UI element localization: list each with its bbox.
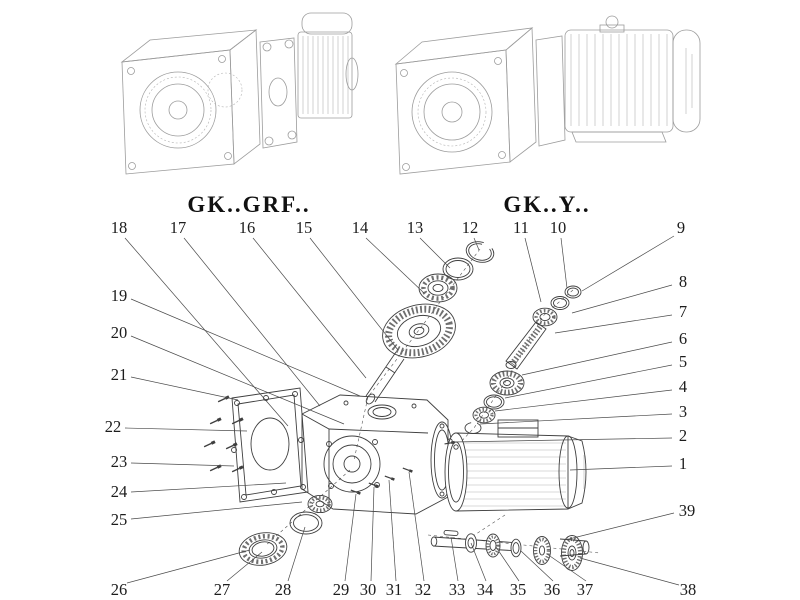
callout-13: 13 — [407, 218, 424, 237]
leader-line-4 — [494, 389, 673, 412]
leader-line-11 — [524, 237, 542, 303]
leader-line-22 — [124, 427, 248, 432]
leader-line-31 — [388, 479, 397, 582]
callout-18: 18 — [111, 218, 128, 237]
motor-art — [443, 419, 587, 512]
plug-screw-icon — [401, 466, 414, 474]
callout-36: 36 — [544, 580, 561, 599]
leader-line-7 — [554, 314, 673, 334]
leader-line-12 — [473, 237, 480, 251]
leader-line-5 — [504, 364, 673, 399]
leader-line-9 — [581, 235, 675, 292]
leader-line-13 — [419, 237, 451, 269]
seal-parts-art — [238, 494, 333, 566]
callout-9: 9 — [677, 218, 685, 237]
callout-33: 33 — [449, 580, 466, 599]
leader-line-3 — [479, 413, 673, 425]
screw-icon — [202, 439, 217, 449]
leader-line-19 — [130, 298, 361, 397]
callout-35: 35 — [510, 580, 527, 599]
leader-line-36 — [520, 550, 554, 582]
leader-line-33 — [450, 536, 459, 582]
cover-plate-art — [202, 387, 309, 503]
callout-26: 26 — [111, 580, 128, 599]
leader-line-34 — [470, 542, 487, 582]
callout-28: 28 — [275, 580, 292, 599]
callout-27: 27 — [214, 580, 231, 599]
callout-31: 31 — [386, 580, 403, 599]
plug-screw-icon — [383, 474, 396, 482]
leader-line-23 — [130, 462, 235, 467]
leader-line-1 — [569, 465, 673, 471]
callout-17: 17 — [170, 218, 187, 237]
callout-6: 6 — [679, 329, 687, 348]
leader-line-38 — [579, 557, 680, 586]
leader-line-37 — [546, 553, 587, 582]
callout-19: 19 — [111, 286, 128, 305]
callout-20: 20 — [111, 323, 128, 342]
variant-title-left: GK..GRF.. — [187, 192, 310, 217]
callout-3: 3 — [679, 402, 687, 421]
input-gear-art — [365, 241, 495, 405]
callout-22: 22 — [105, 417, 122, 436]
leader-line-27 — [226, 551, 263, 582]
pinion-stack-art — [464, 285, 582, 434]
callout-2: 2 — [679, 426, 687, 445]
callout-34: 34 — [477, 580, 494, 599]
leader-line-8 — [571, 284, 673, 314]
leader-line-18 — [124, 237, 289, 427]
screw-icon — [208, 416, 223, 426]
leader-line-20 — [130, 335, 345, 425]
callout-23: 23 — [111, 452, 128, 471]
callout-29: 29 — [333, 580, 350, 599]
gearbox-illustration-right — [394, 15, 701, 175]
callout-39: 39 — [679, 501, 696, 520]
leader-line-26 — [126, 549, 251, 584]
callout-32: 32 — [415, 580, 432, 599]
leader-line-2 — [451, 437, 673, 443]
leader-line-24 — [130, 482, 287, 493]
callout-14: 14 — [352, 218, 369, 237]
leader-line-39 — [564, 512, 675, 541]
callout-21: 21 — [111, 365, 128, 384]
leader-line-29 — [344, 493, 357, 582]
leader-lines — [124, 235, 680, 586]
leader-line-6 — [521, 341, 673, 376]
callout-12: 12 — [462, 218, 479, 237]
callout-24: 24 — [111, 482, 128, 501]
callout-10: 10 — [550, 218, 567, 237]
output-shaft-art — [430, 530, 590, 571]
callout-4: 4 — [679, 377, 687, 396]
leader-line-15 — [309, 237, 399, 351]
leader-line-35 — [495, 546, 520, 582]
screw-icon — [216, 394, 231, 404]
leader-line-30 — [370, 486, 375, 582]
callout-25: 25 — [111, 510, 128, 529]
leader-line-32 — [408, 471, 425, 582]
callout-8: 8 — [679, 272, 687, 291]
leader-line-14 — [365, 237, 425, 294]
callout-1: 1 — [679, 454, 687, 473]
callout-30: 30 — [360, 580, 377, 599]
variant-title-right: GK..Y.. — [503, 192, 590, 217]
leader-line-25 — [130, 501, 303, 520]
leader-line-17 — [183, 237, 321, 407]
leader-line-10 — [560, 237, 568, 289]
leader-line-21 — [130, 376, 239, 401]
callout-38: 38 — [680, 580, 697, 599]
callout-16: 16 — [239, 218, 256, 237]
callout-11: 11 — [513, 218, 529, 237]
callout-7: 7 — [679, 302, 687, 321]
callout-15: 15 — [296, 218, 313, 237]
leader-line-16 — [252, 237, 367, 379]
callout-37: 37 — [577, 580, 594, 599]
callout-5: 5 — [679, 352, 687, 371]
leader-line-28 — [287, 526, 306, 582]
gearbox-illustration-left — [120, 12, 359, 175]
